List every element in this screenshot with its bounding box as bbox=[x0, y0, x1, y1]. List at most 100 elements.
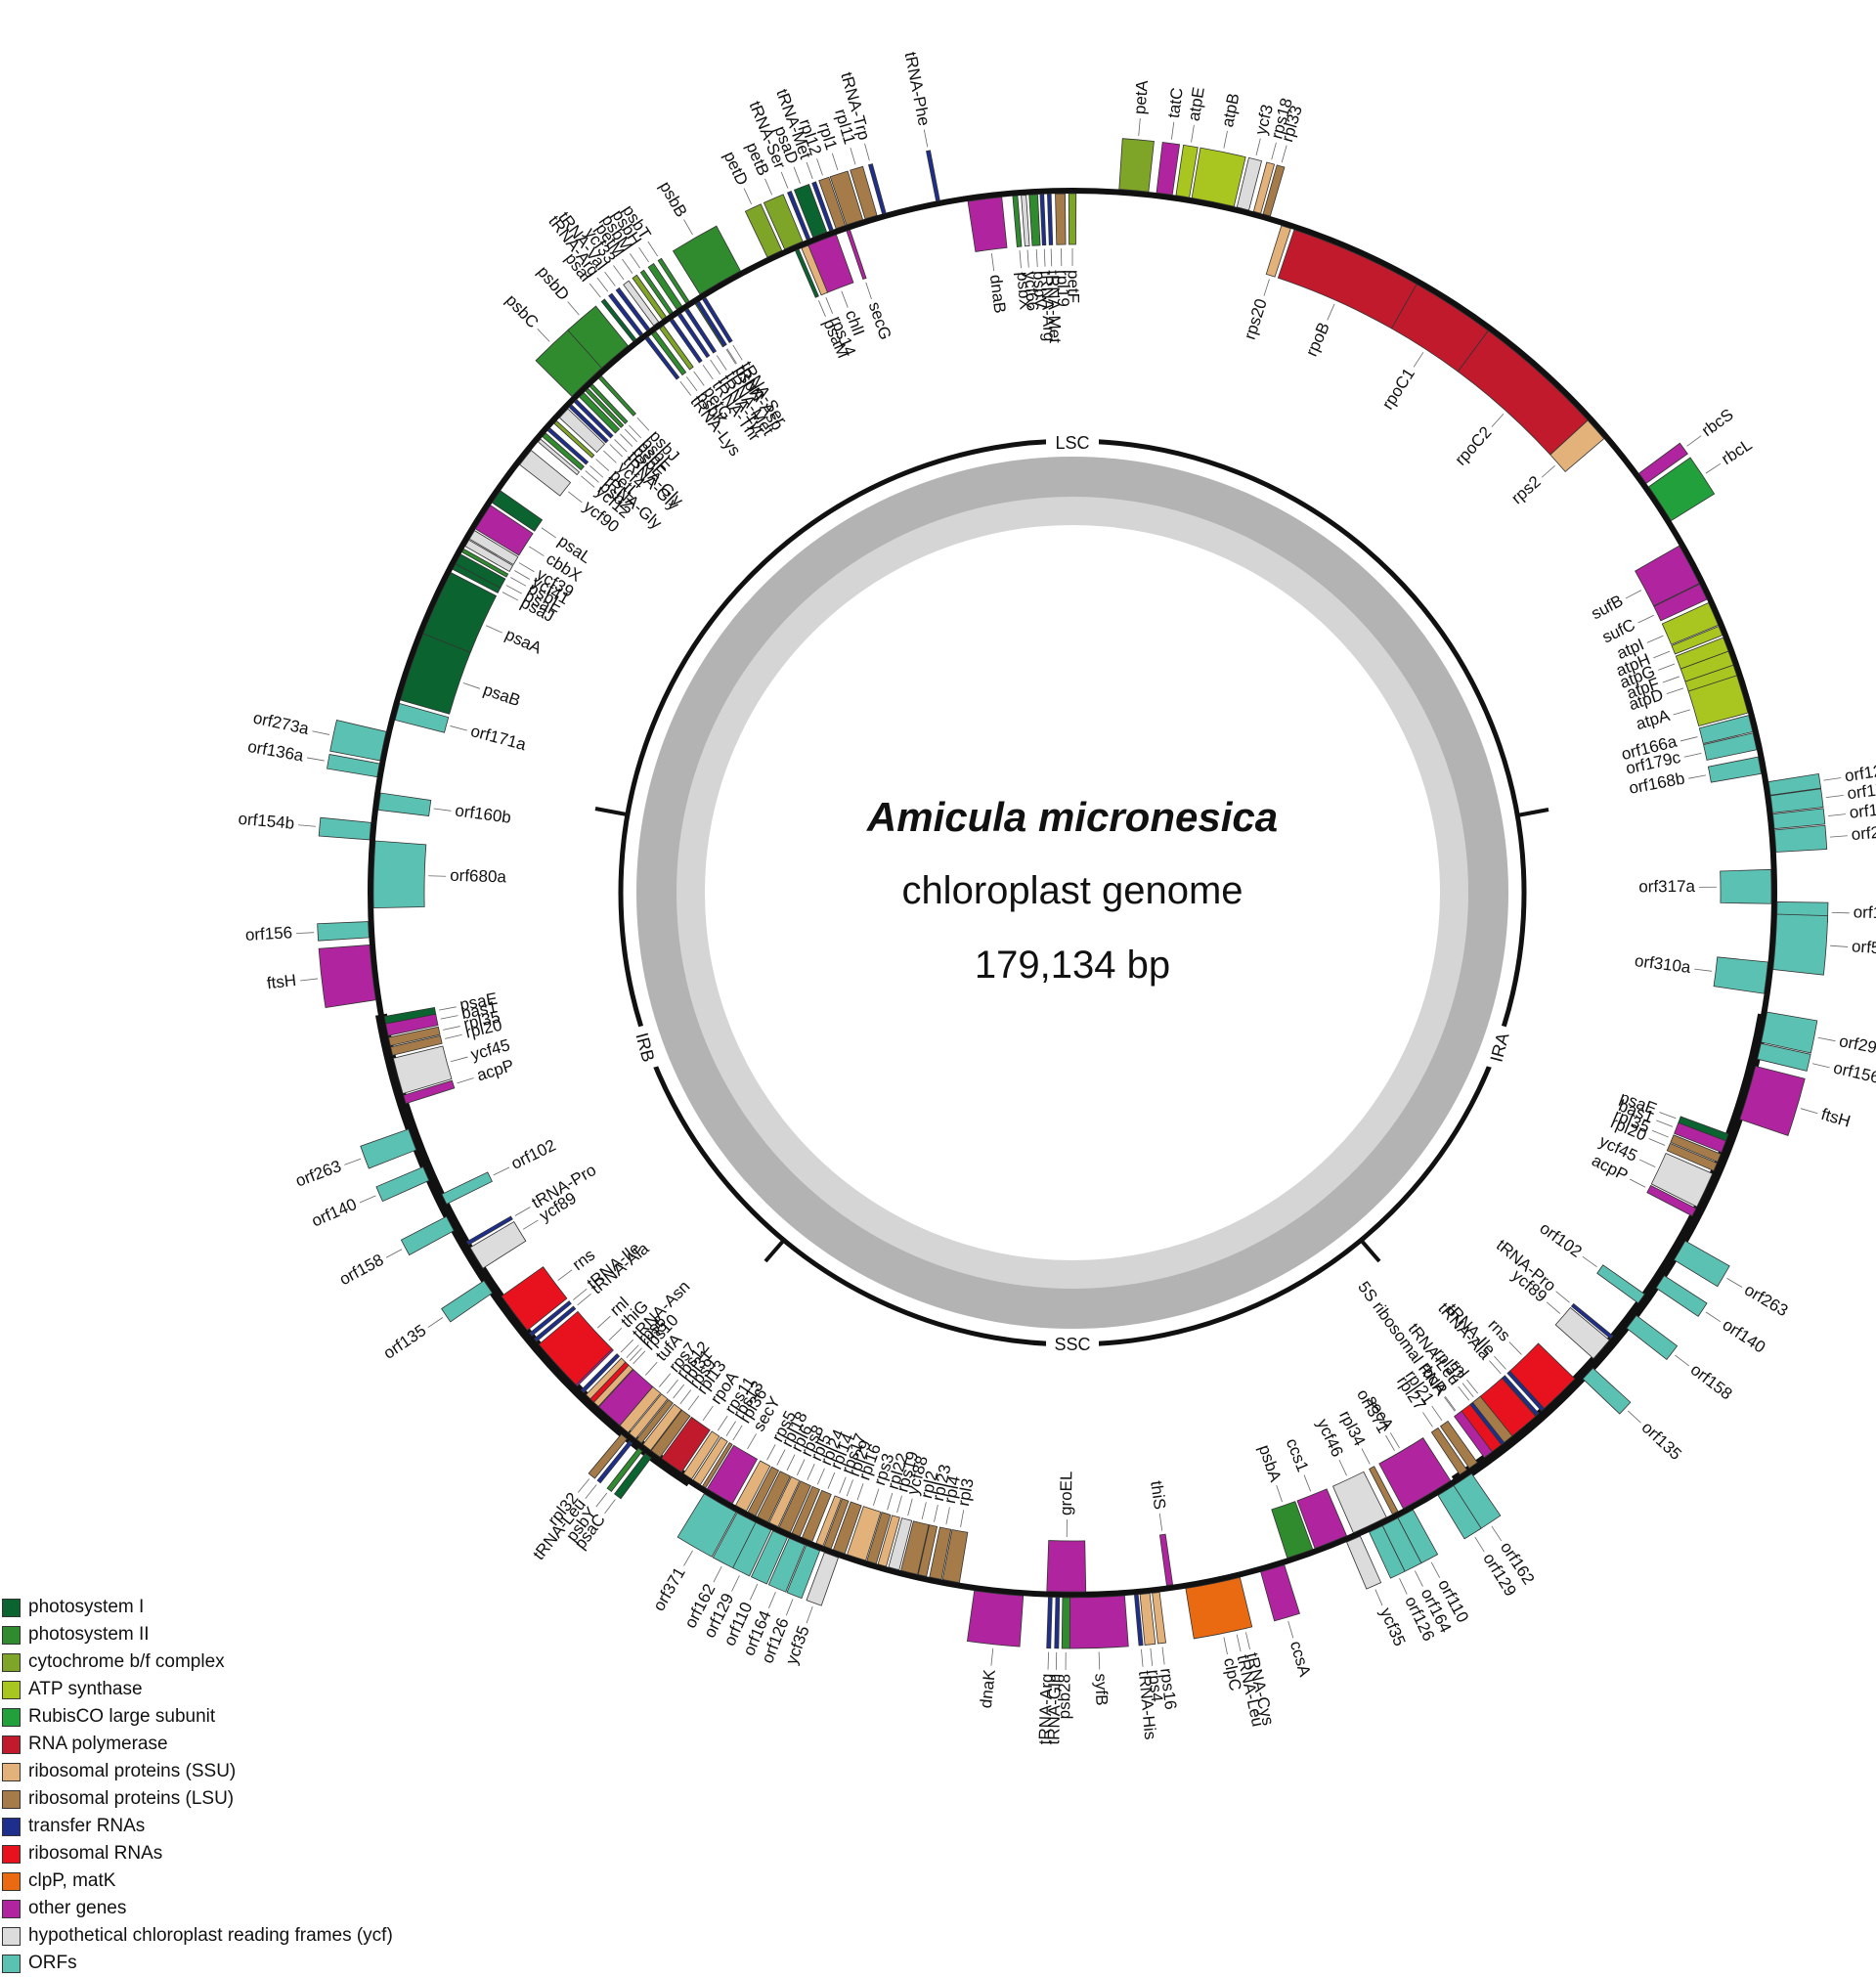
gene-block-trna-met bbox=[1047, 194, 1052, 244]
gene-block-rpl19 bbox=[1056, 194, 1067, 244]
legend-item: transfer RNAs bbox=[2, 1813, 393, 1840]
leader-line bbox=[360, 1196, 376, 1203]
leader-line bbox=[1818, 1037, 1836, 1040]
gene-label-orf186a: orf186a bbox=[1854, 902, 1876, 923]
gene-label-orf136a: orf136a bbox=[246, 737, 306, 766]
leader-line bbox=[922, 1502, 926, 1519]
leader-line bbox=[717, 355, 726, 370]
leader-line bbox=[1151, 1648, 1153, 1666]
gene-label-rbcl: rbcL bbox=[1718, 435, 1755, 468]
leader-line bbox=[523, 1220, 538, 1229]
gene-label-rbcs: rbcS bbox=[1698, 405, 1736, 440]
legend-label: clpP, matK bbox=[28, 1870, 115, 1892]
legend-item: ribosomal RNAs bbox=[2, 1840, 393, 1867]
legend-item: ribosomal proteins (LSU) bbox=[2, 1785, 393, 1813]
leader-line bbox=[1445, 1396, 1456, 1410]
leader-line bbox=[684, 1551, 693, 1566]
leader-line bbox=[1583, 1256, 1597, 1266]
leader-line bbox=[694, 372, 705, 386]
leader-line bbox=[1830, 836, 1848, 837]
leader-line bbox=[888, 1493, 893, 1510]
leader-line bbox=[597, 278, 608, 291]
leader-line bbox=[1288, 1621, 1293, 1638]
leader-line bbox=[1667, 688, 1683, 694]
gene-block-orf135 bbox=[442, 1281, 493, 1322]
gene-label-orf158: orf158 bbox=[1687, 1360, 1736, 1403]
leader-line bbox=[1509, 1342, 1522, 1355]
leader-line bbox=[1653, 651, 1670, 658]
leader-line bbox=[1159, 1514, 1162, 1531]
leader-line bbox=[445, 1034, 462, 1038]
leader-line bbox=[991, 1648, 993, 1666]
leader-line bbox=[865, 144, 870, 160]
leader-line bbox=[1048, 1652, 1049, 1670]
leader-line bbox=[711, 360, 720, 374]
gene-label-psbb: psbB bbox=[656, 178, 691, 220]
leader-line bbox=[1051, 248, 1052, 266]
leader-line bbox=[703, 1406, 713, 1421]
leader-line bbox=[924, 130, 927, 148]
leader-line bbox=[1462, 1384, 1473, 1397]
legend-swatch bbox=[2, 1872, 21, 1891]
leader-line bbox=[768, 1592, 775, 1608]
leader-line bbox=[1688, 775, 1706, 778]
leader-line bbox=[568, 301, 580, 315]
leader-line bbox=[1272, 143, 1277, 159]
leader-line bbox=[1494, 1356, 1505, 1369]
gene-block-ftsh bbox=[319, 945, 375, 1007]
leader-line bbox=[866, 283, 872, 299]
leader-line bbox=[1687, 436, 1702, 447]
gene-block-ccsa bbox=[1261, 1565, 1300, 1621]
gene-label-orf293a: orf293a bbox=[1838, 1032, 1876, 1061]
leader-line bbox=[750, 1584, 757, 1600]
legend-item: photosystem I bbox=[2, 1594, 393, 1621]
leader-line bbox=[296, 933, 314, 934]
leader-line bbox=[486, 626, 502, 633]
gene-label-ftsh: ftsH bbox=[266, 971, 297, 992]
leader-line bbox=[1282, 146, 1287, 162]
leader-line bbox=[1237, 1635, 1241, 1652]
legend-swatch bbox=[2, 1927, 21, 1946]
gene-label-syfb: syfB bbox=[1091, 1673, 1111, 1706]
gene-label-orf171a: orf171a bbox=[469, 722, 529, 754]
gene-label-rps2: rps2 bbox=[1507, 472, 1544, 507]
leader-line bbox=[502, 593, 518, 600]
legend-label: transfer RNAs bbox=[28, 1816, 145, 1837]
gene-label-psaa: psaA bbox=[502, 625, 545, 658]
leader-line bbox=[688, 1396, 699, 1410]
gene-label-orf273a: orf273a bbox=[251, 709, 311, 739]
leader-line bbox=[573, 1289, 587, 1299]
leader-line bbox=[873, 1489, 879, 1506]
legend-swatch bbox=[2, 1845, 21, 1864]
legend-item: other genes bbox=[2, 1895, 393, 1922]
gene-label-this: thiS bbox=[1147, 1479, 1169, 1511]
gene-block-ycf89 bbox=[470, 1221, 526, 1268]
leader-line bbox=[842, 291, 848, 308]
leader-line bbox=[1630, 1179, 1645, 1187]
leader-line bbox=[1459, 1386, 1469, 1400]
gene-block-orf158 bbox=[401, 1216, 454, 1254]
gene-block-orf273a bbox=[330, 720, 386, 760]
leader-line bbox=[1675, 1355, 1688, 1366]
leader-line bbox=[777, 1450, 785, 1466]
leader-line bbox=[529, 547, 544, 556]
leader-line bbox=[1328, 304, 1334, 320]
leader-line bbox=[615, 439, 628, 452]
gene-block-orf160b bbox=[378, 793, 431, 815]
leader-line bbox=[680, 381, 691, 395]
gene-block-psbb bbox=[674, 226, 741, 294]
gene-label-orf154b: orf154b bbox=[238, 810, 295, 833]
leader-line bbox=[857, 1483, 863, 1500]
region-ssc-label: SSC bbox=[1054, 1335, 1090, 1354]
leader-line bbox=[680, 1390, 691, 1404]
leader-line bbox=[589, 465, 602, 477]
legend-swatch bbox=[2, 1955, 21, 1973]
leader-line bbox=[578, 1479, 589, 1493]
legend-item: ribosomal proteins (SSU) bbox=[2, 1758, 393, 1785]
leader-line bbox=[597, 1316, 610, 1328]
leader-line bbox=[1649, 1138, 1666, 1145]
gene-block-this bbox=[1159, 1534, 1172, 1585]
gene-label-atpb: atpB bbox=[1218, 92, 1243, 129]
leader-line bbox=[307, 758, 325, 761]
